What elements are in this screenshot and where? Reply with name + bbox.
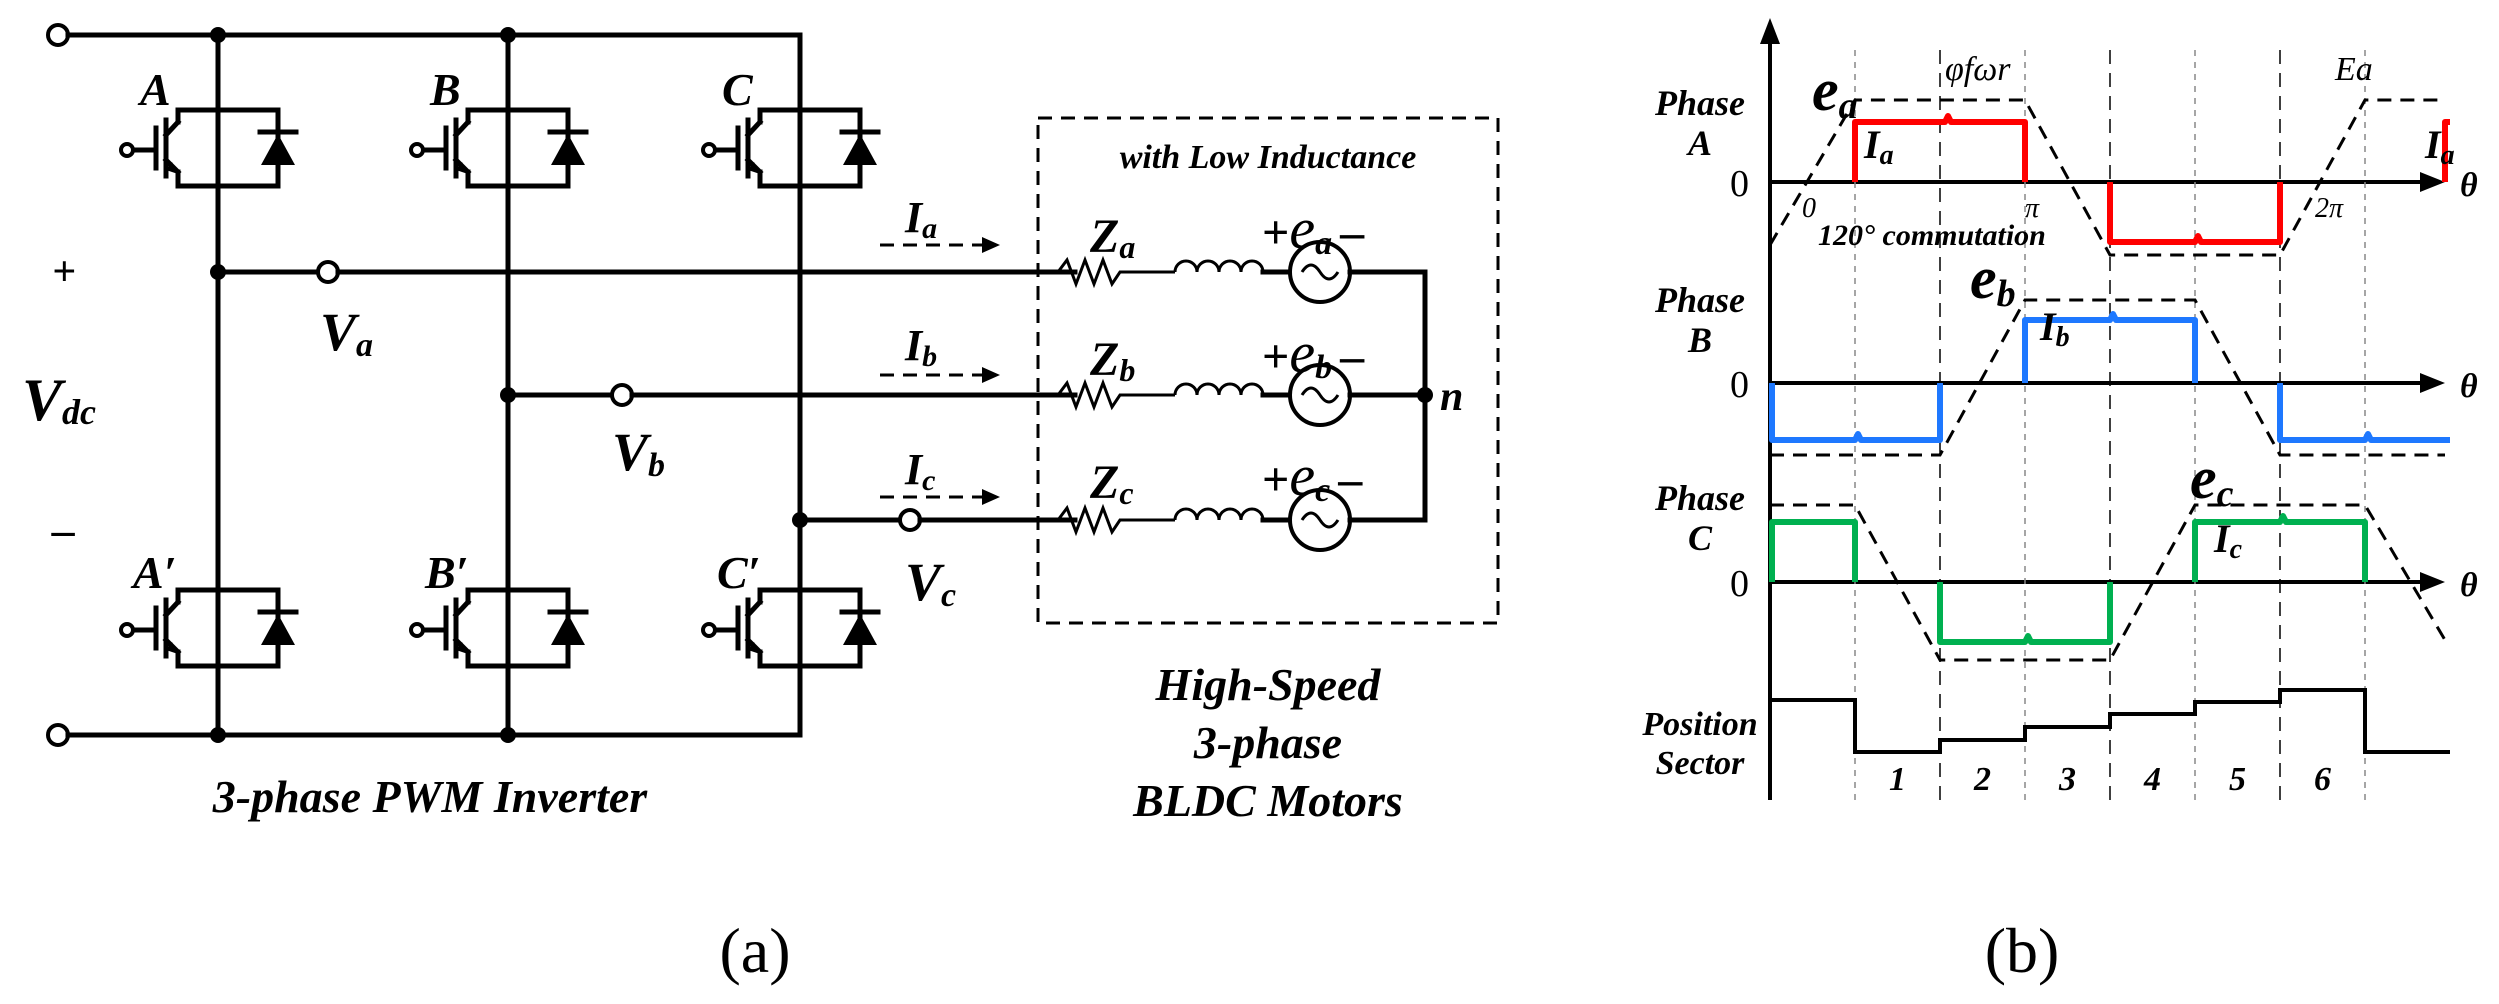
current-a-negative xyxy=(2107,182,2283,245)
phase-a-label-2: A xyxy=(1686,123,1712,163)
ia-wave-label: Ia xyxy=(1863,122,1894,171)
ic-wave-label: Ic xyxy=(2213,516,2243,565)
ec-wave-label: ec xyxy=(2190,445,2234,515)
ea-motor-label: +ea– xyxy=(1262,196,1365,262)
tick-pi: π xyxy=(2025,193,2040,224)
igbt-switch-3 xyxy=(119,587,299,669)
sector-label-6: 6 xyxy=(2314,761,2331,798)
waveform-diagram: θ θ θ 0 0 0 Phase A Phase B Phase C Posi… xyxy=(1641,18,2478,800)
eb-wave-label: eb xyxy=(1970,245,2016,315)
inductor xyxy=(1173,382,1265,396)
igbt-switch-0 xyxy=(119,107,299,189)
sector-label-2: 2 xyxy=(1973,761,1991,798)
motor-phase-2 xyxy=(1056,488,1428,552)
ic-label: Ic xyxy=(904,445,935,497)
resistor xyxy=(1056,378,1175,412)
za-label: Za xyxy=(1089,210,1135,265)
motor-label-line3: BLDC Motors xyxy=(1132,775,1403,826)
ea-wave-label: ea xyxy=(1812,57,1858,127)
zero-a: 0 xyxy=(1730,163,1749,205)
current-a-positive-2 xyxy=(2442,119,2450,182)
emf-a-trapezoid xyxy=(1768,98,2445,257)
resistor xyxy=(1056,503,1175,537)
flux-label: φfωr xyxy=(1945,51,2011,88)
vc-label: Vc xyxy=(905,552,956,614)
theta-b: θ xyxy=(2460,368,2478,405)
zc-label: Zc xyxy=(1089,456,1134,511)
sector-label-3: 3 xyxy=(2058,761,2076,798)
tick-2pi: 2π xyxy=(2315,193,2344,224)
tick-zero: 0 xyxy=(1802,193,1816,224)
position-label-2: Sector xyxy=(1656,745,1746,782)
inverter-circuit: A B C A′ B′ C′ + – Vdc Va Vb Vc Ia Ib Ic… xyxy=(22,23,1500,826)
dc-plus-sign: + xyxy=(52,249,76,295)
motor-phase-0 xyxy=(1056,240,1428,304)
vb-label: Vb xyxy=(612,422,665,484)
ec-motor-label: +ec– xyxy=(1262,443,1363,509)
ib-wave-label: Ib xyxy=(2039,304,2070,353)
caption-a: (a) xyxy=(719,915,790,986)
current-b-negative-2 xyxy=(2277,383,2450,443)
inductor xyxy=(1173,507,1265,521)
motor-label-line1: High-Speed xyxy=(1155,659,1382,710)
current-a-positive xyxy=(1852,113,2028,182)
eb-motor-label: +eb– xyxy=(1262,320,1365,386)
va-label: Va xyxy=(320,302,373,364)
switch-c-prime-label: C′ xyxy=(717,547,761,598)
igbt-switch-5 xyxy=(701,587,881,669)
switch-a-prime-label: A′ xyxy=(130,547,177,598)
inductor xyxy=(1173,259,1265,273)
phase-a-label-1: Phase xyxy=(1654,83,1745,123)
theta-a: θ xyxy=(2460,167,2478,204)
dc-minus-terminal xyxy=(46,723,70,747)
switch-a-label: A xyxy=(137,64,171,115)
caption-b: (b) xyxy=(1985,915,2060,986)
phase-b-label-2: B xyxy=(1687,320,1712,360)
phase-c-label-1: Phase xyxy=(1654,478,1745,518)
motor-box xyxy=(1036,116,1500,625)
ia-label: Ia xyxy=(904,193,937,245)
theta-c: θ xyxy=(2460,567,2478,604)
vdc-label: Vdc xyxy=(22,367,96,433)
sector-label-4: 4 xyxy=(2143,761,2161,798)
zb-label: Zb xyxy=(1089,333,1135,388)
inverter-label: 3-phase PWM Inverter xyxy=(212,771,649,822)
ib-label: Ib xyxy=(904,321,937,373)
phase-b-label-1: Phase xyxy=(1654,280,1745,320)
vb-terminal xyxy=(610,383,634,407)
sector-label-5: 5 xyxy=(2229,761,2246,798)
sector-label-1: 1 xyxy=(1889,761,1906,798)
commutation-label: 120° commutation xyxy=(1818,219,2046,252)
box-label: with Low Inductance xyxy=(1120,139,1417,176)
igbt-switch-1 xyxy=(409,107,589,189)
zero-b: 0 xyxy=(1730,364,1749,406)
current-c-positive xyxy=(1769,519,1858,582)
current-arrows xyxy=(880,237,1000,505)
current-c-negative xyxy=(1937,582,2113,645)
current-b-positive xyxy=(2022,311,2198,383)
switch-b-prime-label: B′ xyxy=(424,547,469,598)
neutral-label: n xyxy=(1440,374,1463,420)
switch-c-label: C xyxy=(722,64,754,115)
dc-plus-terminal xyxy=(46,23,70,47)
position-sector-staircase xyxy=(1772,688,2450,754)
igbt-switch-4 xyxy=(409,587,589,669)
motor-label-line2: 3-phase xyxy=(1193,717,1342,768)
dc-minus-sign: – xyxy=(51,504,75,555)
vc-terminal xyxy=(898,508,922,532)
current-c-positive-2 xyxy=(2192,513,2368,582)
current-b-negative xyxy=(1769,383,1943,443)
emf-b-trapezoid xyxy=(1770,298,2445,457)
switch-b-label: B xyxy=(429,64,461,115)
motor-phase-1 xyxy=(1056,363,1428,427)
ea-amplitude-label: Ea xyxy=(2334,51,2373,88)
position-label-1: Position xyxy=(1641,706,1757,743)
va-terminal xyxy=(316,260,340,284)
igbt-switch-2 xyxy=(701,107,881,189)
resistor xyxy=(1056,255,1175,289)
zero-c: 0 xyxy=(1730,563,1749,605)
phase-c-label-2: C xyxy=(1688,518,1713,558)
ia-wave-label-2: Ia xyxy=(2424,122,2455,171)
